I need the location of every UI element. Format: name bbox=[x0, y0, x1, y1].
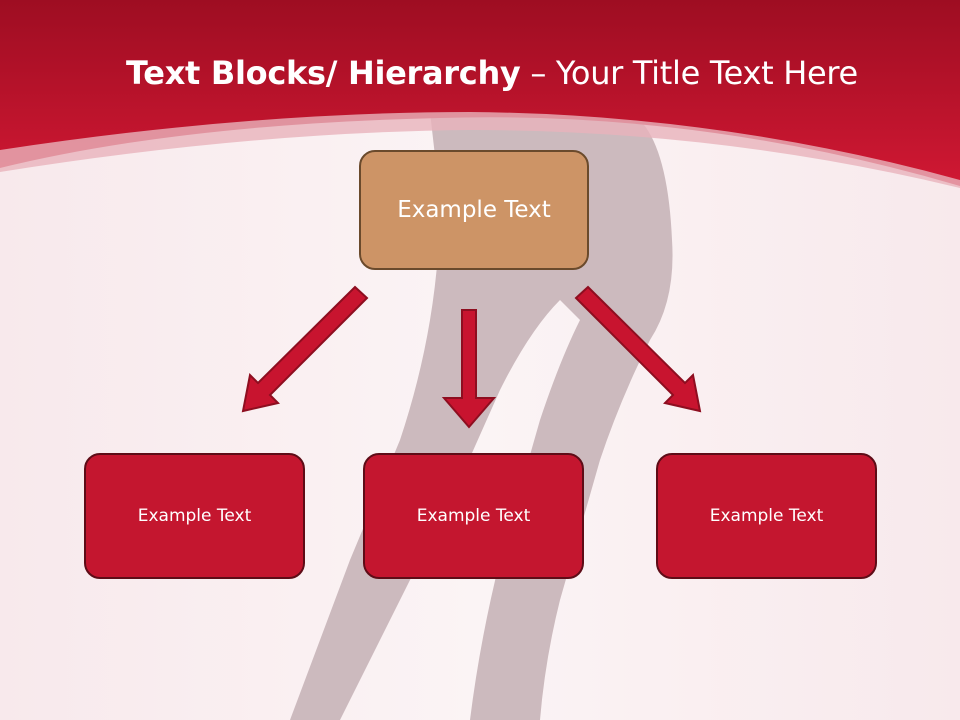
child-node-1-label: Example Text bbox=[137, 506, 252, 526]
header-swoosh bbox=[0, 112, 960, 188]
slide-title: Text Blocks/ Hierarchy – Your Title Text… bbox=[0, 54, 960, 92]
child-node-3-label: Example Text bbox=[709, 506, 824, 526]
child-node-2-label: Example Text bbox=[416, 506, 531, 526]
header-band bbox=[0, 0, 960, 186]
title-rest-part: – Your Title Text Here bbox=[520, 54, 858, 92]
top-node[interactable]: Example Text bbox=[359, 150, 589, 270]
child-node-1[interactable]: Example Text bbox=[84, 453, 305, 579]
child-node-2[interactable]: Example Text bbox=[363, 453, 584, 579]
child-node-3[interactable]: Example Text bbox=[656, 453, 877, 579]
top-node-label: Example Text bbox=[397, 197, 551, 223]
title-bold-part: Text Blocks/ Hierarchy bbox=[126, 54, 521, 92]
